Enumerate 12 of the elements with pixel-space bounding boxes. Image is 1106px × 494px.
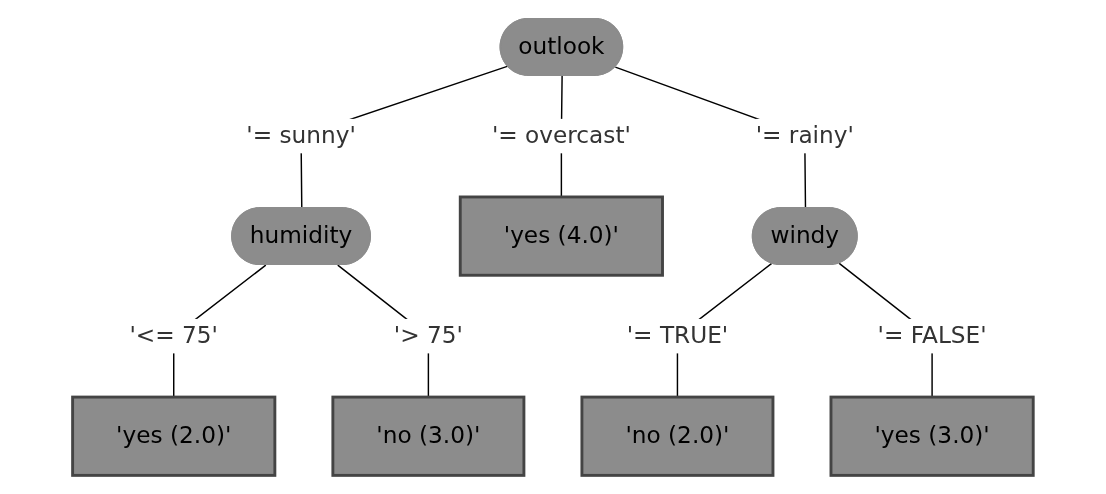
- edge-label: '= rainy': [755, 121, 854, 150]
- node-box: 'yes (3.0)': [829, 395, 1035, 477]
- node-box: 'yes (4.0)': [458, 195, 665, 277]
- edge-label: '<= 75': [129, 321, 219, 350]
- edge-label: '> 75': [393, 321, 464, 350]
- node-box: 'yes (2.0)': [71, 395, 277, 477]
- node-box: 'no (3.0)': [331, 395, 526, 477]
- node-box: 'no (2.0)': [580, 395, 775, 477]
- edge-label: '= sunny': [246, 121, 356, 150]
- edge-label: '= overcast': [491, 121, 631, 150]
- edge-label: '= FALSE': [877, 321, 987, 350]
- edge-label: '= TRUE': [626, 321, 729, 350]
